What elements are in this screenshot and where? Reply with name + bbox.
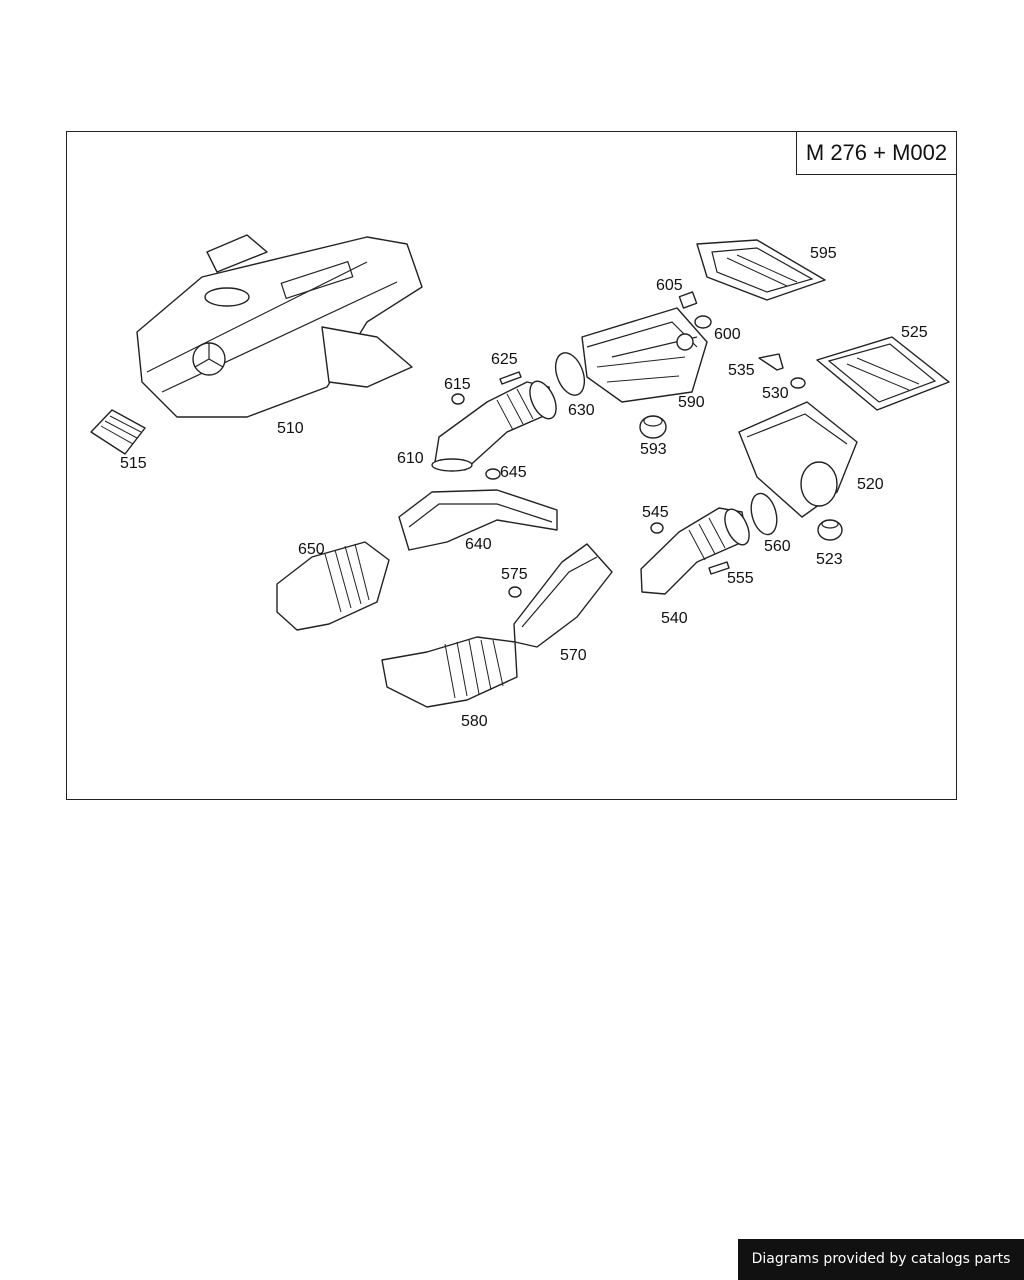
label-630: 630 — [568, 402, 595, 419]
part-540-hose[interactable] — [640, 506, 754, 595]
label-560: 560 — [764, 538, 791, 555]
part-610-hose[interactable] — [431, 377, 561, 472]
part-530[interactable] — [790, 377, 806, 389]
part-535-sensor[interactable] — [758, 353, 784, 371]
label-595: 595 — [810, 245, 837, 262]
label-645: 645 — [500, 464, 527, 481]
label-590: 590 — [678, 394, 705, 411]
label-605: 605 — [656, 277, 683, 294]
part-600[interactable] — [694, 315, 712, 329]
part-645[interactable] — [485, 468, 501, 480]
part-523[interactable] — [817, 519, 843, 541]
label-570: 570 — [560, 647, 587, 664]
part-545[interactable] — [650, 522, 664, 534]
label-600: 600 — [714, 326, 741, 343]
part-595-filter[interactable] — [696, 239, 826, 301]
label-535: 535 — [728, 362, 755, 379]
part-580-bellows[interactable] — [381, 636, 518, 708]
label-530: 530 — [762, 385, 789, 402]
label-555: 555 — [727, 570, 754, 587]
label-523: 523 — [816, 551, 843, 568]
diagram-frame: M 276 + M002 — [66, 131, 957, 800]
parts-illustration: 510 515 595 605 600 525 625 615 630 590 … — [90, 234, 950, 730]
label-510: 510 — [277, 420, 304, 437]
part-515[interactable] — [90, 409, 146, 455]
part-590-housing[interactable] — [581, 307, 708, 403]
label-580: 580 — [461, 713, 488, 730]
label-575: 575 — [501, 566, 528, 583]
model-code-box: M 276 + M002 — [796, 131, 957, 175]
label-640: 640 — [465, 536, 492, 553]
part-575[interactable] — [508, 586, 522, 598]
part-640-duct[interactable] — [398, 489, 558, 551]
label-625: 625 — [491, 351, 518, 368]
part-520-housing[interactable] — [738, 401, 858, 518]
label-515: 515 — [120, 455, 147, 472]
part-510-engine-cover[interactable] — [136, 234, 423, 418]
part-525-filter[interactable] — [816, 336, 950, 411]
label-593: 593 — [640, 441, 667, 458]
part-615[interactable] — [451, 393, 465, 405]
part-555-bolt[interactable] — [708, 561, 730, 575]
label-540: 540 — [661, 610, 688, 627]
part-605[interactable] — [678, 291, 698, 309]
part-560-seal[interactable] — [747, 491, 781, 538]
label-615: 615 — [444, 376, 471, 393]
label-520: 520 — [857, 476, 884, 493]
part-593[interactable] — [639, 415, 667, 439]
part-625-bolt[interactable] — [499, 371, 522, 385]
label-610: 610 — [397, 450, 424, 467]
part-630-seal[interactable] — [550, 349, 589, 399]
part-650-bellows[interactable] — [276, 541, 390, 631]
label-525: 525 — [901, 324, 928, 341]
part-570-duct[interactable] — [513, 543, 613, 648]
label-545: 545 — [642, 504, 669, 521]
credit-badge: Diagrams provided by catalogs parts — [738, 1239, 1024, 1280]
label-650: 650 — [298, 541, 325, 558]
